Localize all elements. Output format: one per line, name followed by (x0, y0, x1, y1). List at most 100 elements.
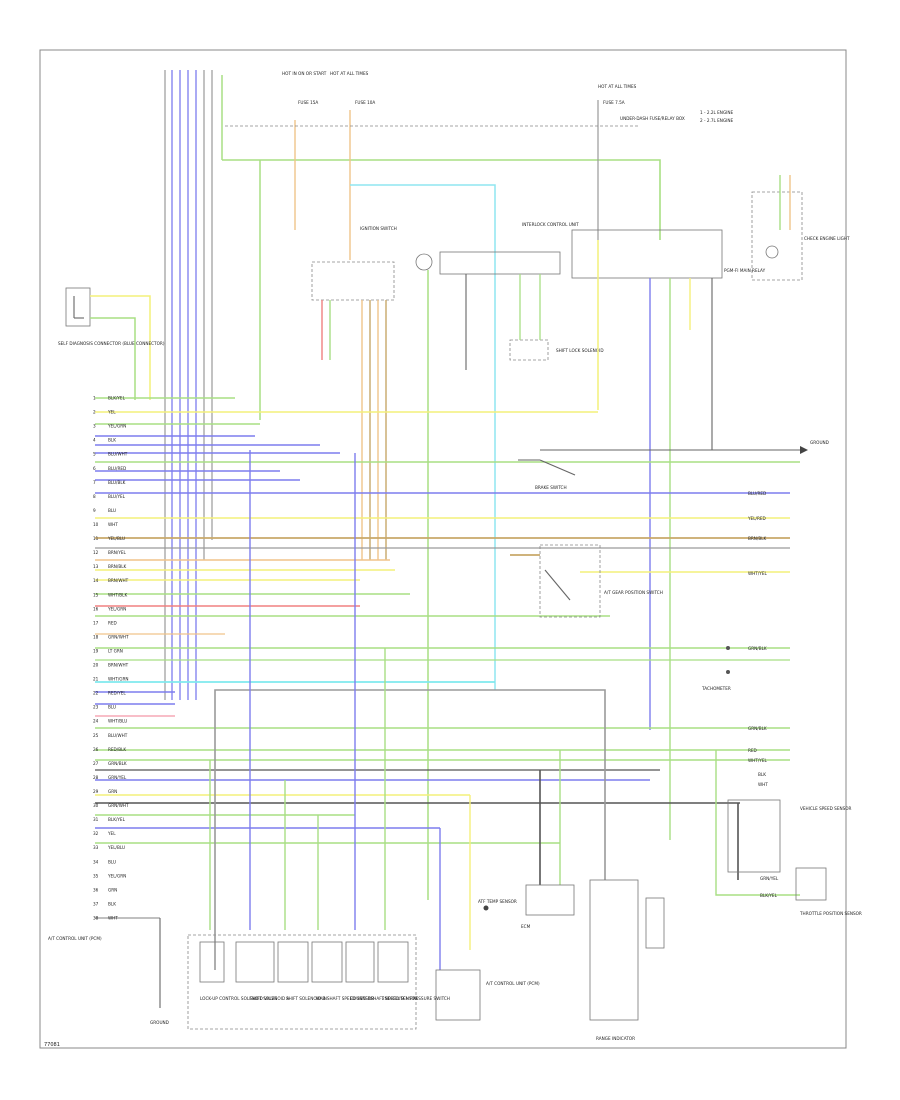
pin-number: 17 (93, 620, 99, 625)
pin-wire-color: BLU/WHT (108, 733, 128, 738)
check-engine-label: CHECK ENGINE LIGHT (804, 236, 850, 241)
pin-number: 16 (93, 606, 99, 611)
main-relay-label: PGM-FI MAIN RELAY (724, 268, 766, 273)
right-wire-labels: BLU/RED YEL/RED BRN/BLK WHT/YEL GRN/BLK … (747, 491, 779, 898)
right-label-10: WHT (758, 782, 768, 787)
pin-wire-color: WHT/GRN (108, 677, 129, 682)
pin-wire-color: YEL/GRN (107, 873, 126, 878)
pin-wire-color: GRN/WHT (108, 634, 129, 639)
pin-wire-color: BLK/YEL (108, 396, 126, 401)
pin-wire-color: BRN/BLK (108, 564, 127, 569)
ignition-switch: IGNITION SWITCH (311, 184, 496, 690)
tachometer: TACHOMETER (701, 646, 731, 691)
legend-line-2: 2 - 2.7L ENGINE (700, 118, 734, 123)
pcm-box: A/T CONTROL UNIT (PCM) ATF TEMP SENSOR (435, 899, 540, 1021)
shift-b-label: SHIFT SOLENOID B (286, 996, 325, 1001)
pin-wire-color: BLK (108, 438, 116, 443)
interlock-control-unit: INTERLOCK CONTROL UNIT SHIFT LOCK SOLENO… (415, 222, 604, 900)
ignition-switch-label: IGNITION SWITCH (360, 226, 397, 231)
pin-number: 23 (93, 705, 99, 710)
pin-wire-color: RED/BLK (108, 747, 126, 752)
pin-number: 12 (93, 550, 99, 555)
pin-number: 14 (93, 578, 99, 583)
label-fuse-3: FUSE 7.5A (603, 100, 625, 105)
ecm-label: ECM (521, 924, 531, 929)
gray-trunk (214, 689, 606, 970)
cruise-label: RANGE INDICATOR (596, 1036, 635, 1041)
pin-wire-color: BLU/YEL (108, 494, 126, 499)
right-label-6: GRN/BLK (748, 726, 767, 731)
pin-number: 6 (93, 466, 96, 471)
top-harness-wires (164, 70, 661, 700)
pin-wire-color: BLU (108, 859, 116, 864)
pin-number: 37 (93, 901, 99, 906)
right-label-11: GRN/YEL (760, 876, 779, 881)
solenoid-drops (159, 450, 800, 990)
pin-number: 13 (93, 564, 99, 569)
pin-wire-color: GRN/BLK (108, 761, 127, 766)
pin-wire-color: GRN/YEL (108, 775, 127, 780)
pin-wire-color: BRN/WHT (108, 663, 129, 668)
interlock-label: INTERLOCK CONTROL UNIT (522, 222, 579, 227)
pin-number: 32 (93, 831, 99, 836)
self-diagnosis-connector: SELF DIAGNOSIS CONNECTOR (BLUE CONNECTOR… (58, 287, 165, 400)
ecm-box: ECM (521, 884, 575, 929)
vehicle-speed-sensor: VEHICLE SPEED SENSOR (727, 799, 852, 873)
right-label-12: BLK/YEL (760, 893, 778, 898)
pin-number: 28 (93, 775, 99, 780)
pin-wire-color: GRN (108, 887, 117, 892)
label-hot-at-all-times-1: HOT AT ALL TIMES (330, 71, 369, 76)
pin-number: 36 (93, 887, 99, 892)
gear-position-label: A/T GEAR POSITION SWITCH (604, 590, 663, 595)
pin-wire-color: BRN/WHT (108, 578, 129, 583)
pin-wire-color: BRN/YEL (108, 550, 127, 555)
pin-wire-color: WHT (108, 916, 118, 921)
pin-number: 22 (93, 691, 99, 696)
pin-number: 34 (93, 859, 99, 864)
pin-number: 26 (93, 747, 99, 752)
pin-wire-color: BLU/RED (108, 466, 126, 471)
pin-number: 11 (93, 536, 99, 541)
right-label-9: BLK (758, 772, 766, 777)
pin-wire-color: YEL/GRN (107, 606, 126, 611)
label-hot-at-all-times-2: HOT AT ALL TIMES (598, 84, 637, 89)
pin-number: 9 (93, 508, 96, 513)
self-diag-label: SELF DIAGNOSIS CONNECTOR (BLUE CONNECTOR… (58, 341, 165, 346)
cruise-control-unit: RANGE INDICATOR (589, 879, 665, 1041)
shift-a-label: SHIFT SOLENOID A (250, 996, 289, 1001)
pin-wire-color: BLU (108, 705, 116, 710)
right-label-7: RED (748, 748, 757, 753)
a-t-gear-position-switch: A/T GEAR POSITION SWITCH (539, 544, 663, 618)
pin-number: 33 (93, 845, 99, 850)
pin-number: 3 (93, 424, 96, 429)
shift-lock-label: SHIFT LOCK SOLENOID (556, 348, 604, 353)
pin-number: 24 (93, 719, 99, 724)
right-label-3: BRN/BLK (748, 536, 767, 541)
pin-wire-color: WHT (108, 522, 118, 527)
pin-number: 20 (93, 663, 99, 668)
ground-top-right: GROUND (540, 440, 829, 454)
right-label-1: BLU/RED (748, 491, 766, 496)
legend-line-1: 1 - 2.2L ENGINE (700, 110, 734, 115)
solenoid-block: LOCK-UP CONTROL SOLENOID VALVE SHIFT SOL… (187, 934, 450, 1030)
speed-sensor-label: VEHICLE SPEED SENSOR (800, 806, 852, 811)
tachometer-label: TACHOMETER (701, 686, 731, 691)
pcm-label: A/T CONTROL UNIT (PCM) (486, 981, 540, 986)
label-fuse-1: FUSE 15A (298, 100, 318, 105)
pin-number: 8 (93, 494, 96, 499)
label-hot-in-run: HOT IN ON OR START (282, 71, 327, 76)
pin-wire-color: BLU (108, 508, 116, 513)
pin-wire-color: YEL/GRN (107, 424, 126, 429)
ground-bottom-label: GROUND (150, 1020, 169, 1025)
pressure-label: 2ND CLUTCH PRESSURE SWITCH (382, 996, 450, 1001)
pin-number: 5 (93, 452, 96, 457)
right-label-2: YEL/RED (747, 516, 766, 521)
pcm-connector-note: A/T CONTROL UNIT (PCM) (48, 936, 102, 941)
pin-wire-color: WHT/BLU (108, 719, 127, 724)
mainshaft-label: MAINSHAFT SPEED SENSOR (316, 996, 374, 1001)
ground-bottom-left: GROUND (150, 990, 169, 1025)
right-label-4: WHT/YEL (748, 571, 767, 576)
ground-label: GROUND (810, 440, 829, 445)
pin-wire-color: BLU/BLK (108, 480, 126, 485)
